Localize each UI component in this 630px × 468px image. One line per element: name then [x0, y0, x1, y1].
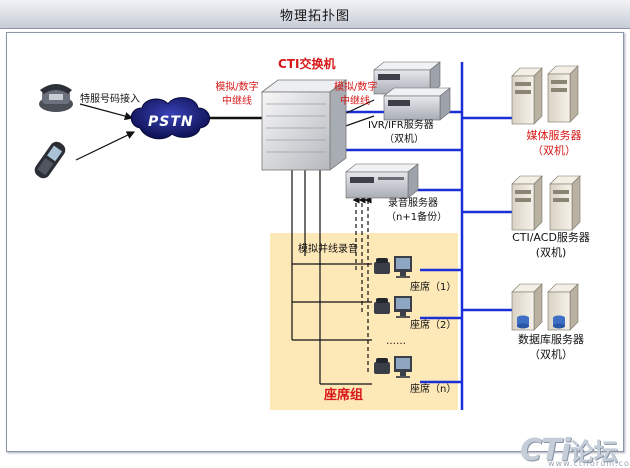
- logo-url: www.ctiforum.com: [548, 459, 630, 468]
- seat-group-zone: [270, 233, 458, 410]
- ip-phone-icon: [374, 256, 412, 278]
- mobile-phone-icon: [34, 141, 66, 179]
- trunk-label-right-1: 模拟/数字: [334, 82, 378, 93]
- cti-acd-server-icon: [511, 175, 581, 231]
- ivr-server-icon: [373, 61, 451, 121]
- ctiforum-logo: CTi论坛: [520, 432, 618, 468]
- ivr-server-label: IVR/IFR服务器: [368, 120, 434, 131]
- title-bar: 物理拓扑图: [0, 0, 630, 29]
- recording-server-icon: [345, 163, 419, 199]
- recording-backup-label: （n+1备份）: [386, 212, 448, 223]
- seat-2-label: 座席（2）: [410, 320, 457, 331]
- recording-server-label: 录音服务器: [388, 198, 438, 209]
- media-server-icon: [511, 65, 579, 125]
- diagram-frame: [6, 32, 624, 452]
- logo-cti-text: CTi: [520, 433, 571, 468]
- cti-acd-dual-label: (双机): [535, 246, 567, 259]
- db-server-label: 数据库服务器: [518, 333, 584, 346]
- media-server-label: 媒体服务器: [526, 129, 582, 142]
- switch-cabinet-icon: [260, 79, 348, 171]
- media-dual-label: （双机）: [532, 144, 576, 157]
- db-dual-label: （双机）: [529, 348, 573, 361]
- recording-dashed-lines: [352, 196, 372, 372]
- seat-group-label: 座席组: [324, 388, 364, 403]
- ip-phone-icon: [374, 296, 412, 318]
- database-server-icon: [511, 283, 579, 331]
- trunk-label-left-1: 模拟/数字: [215, 82, 259, 93]
- cti-acd-server-label: CTI/ACD服务器: [512, 231, 590, 244]
- telephone-icon: [39, 84, 73, 112]
- seat-1-label: 座席（1）: [410, 282, 457, 293]
- seat-dots-label: ……: [386, 336, 406, 347]
- pstn-cloud-icon: [130, 97, 210, 140]
- pstn-label: PSTN: [148, 114, 194, 130]
- special-number-label: 特服号码接入: [80, 94, 140, 105]
- trunk-label-right-2: 中继线: [340, 96, 370, 107]
- cti-switch-label: CTI交换机: [278, 57, 336, 71]
- ip-phone-icon: [374, 356, 412, 378]
- ivr-dual-label: （双机）: [384, 134, 424, 145]
- trunk-label-left-2: 中继线: [222, 96, 252, 107]
- seat-n-label: 座席（n）: [410, 384, 457, 395]
- diagram-title: 物理拓扑图: [279, 9, 350, 24]
- logo-cn-text: 论坛: [569, 438, 618, 466]
- parallel-recording-label: 模拟并线录音: [298, 244, 358, 255]
